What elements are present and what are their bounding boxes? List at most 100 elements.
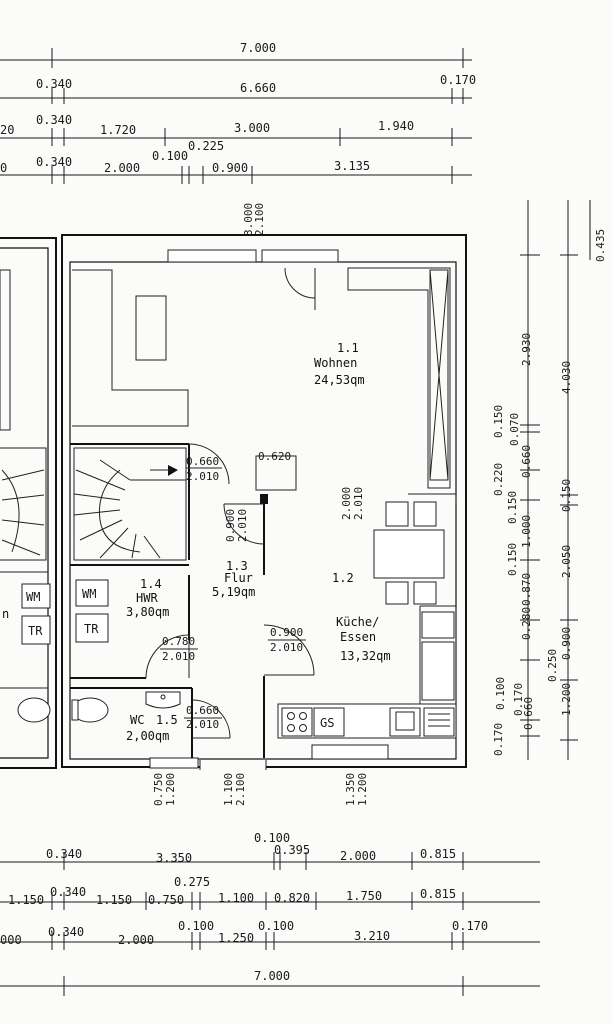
dryer-icon [75,613,109,643]
room-kueche-name-2: Essen [340,630,376,644]
dim-b2-e: 0.750 [148,893,184,907]
window-bottom-kitchen [311,744,389,760]
dim-b1-b: 0.340 [46,847,82,861]
door-hwr-bottom-height: 2.010 [162,650,195,663]
right-dimension-chains: 2.930 0.150 0.070 0.660 0.220 0.150 1.00… [492,200,607,760]
dining-chair [413,581,437,605]
dining-chair [413,501,437,527]
neighbor-room-letter: n [2,607,9,621]
dim-top3-d: 0.225 [188,139,224,153]
room-wohnen-number: 1.1 [337,341,359,355]
dim-open-f: 1.200 [356,773,369,806]
dim-b3-e: 1.250 [218,931,254,945]
dim-r1-m: 0.170 [512,683,525,716]
dim-b2-c: 1.150 [96,893,132,907]
room-kueche-name: Küche/ [336,615,379,629]
dim-r2-a: 4.030 [560,361,573,394]
dim-r2-b: 0.150 [560,479,573,512]
dim-r1-f: 0.150 [506,491,519,524]
neighbor-tr-label: TR [28,624,43,638]
dim-b2-f: 1.100 [218,891,254,905]
top-dimension-chains: 7.000 0.340 6.660 0.170 20 0.340 1.720 0… [0,41,476,184]
dim-r2-e: 1.200 [560,683,573,716]
dim-b3-d: 0.100 [178,919,214,933]
dim-top2-c: 0.170 [440,73,476,87]
dim-b3-g: 3.210 [354,929,390,943]
neighbor-stair-step [1,519,45,526]
stove-burner-icon [299,724,307,732]
dining-chair [385,501,409,527]
dim-b3-a: 000 [0,933,22,947]
dim-r2-d: 0.900 [560,627,573,660]
dim-open-a: 0.750 [152,773,165,806]
door-wc-height: 2.010 [186,718,219,731]
dim-open-c: 1.100 [222,773,235,806]
dim-top-total: 7.000 [240,41,276,55]
dishwasher-label: GS [320,716,334,730]
dim-top3-e: 3.000 [234,121,270,135]
dim-r1-g: 1.000 [520,515,533,548]
door-wohnen-height: 2.010 [352,487,365,520]
kitchen-cabinet [421,641,455,701]
dim-b1-c: 3.350 [156,851,192,865]
dining-chair [385,581,409,605]
wm-label: WM [82,587,96,601]
dim-bottom-total: 7.000 [254,969,290,983]
neighbor-closet [0,269,11,431]
wall-unit [347,267,451,489]
window-right [429,269,449,481]
dining-table [373,529,445,579]
stair-step [99,527,129,559]
dim-open-b: 1.200 [164,773,177,806]
dining-set [373,493,457,605]
dim-r2-c: 2.050 [560,545,573,578]
room-hwr-name: HWR [136,591,158,605]
stair-step [79,519,123,541]
dim-r1-k: 0.250 [546,649,559,682]
built-in-closet [72,269,189,427]
room-kueche-number: 1.2 [332,571,354,585]
built-in-panel [135,295,167,361]
stair-step [131,533,137,559]
kitchen-fridge [421,611,455,639]
dim-b2-h: 1.750 [346,889,382,903]
neighbor-inner-wall [0,247,49,759]
room-wc-name: WC [130,713,144,727]
dim-top2-b: 6.660 [240,81,276,95]
dim-r1-b: 0.150 [492,405,505,438]
dim-top4-b: 0.340 [36,155,72,169]
neighbor-toilet-icon [17,697,51,723]
door-flur-top-width: 0.620 [258,450,291,463]
neighbor-stair-outline [0,447,47,561]
dim-top4-f: 3.135 [334,159,370,173]
stove-burner-icon [299,712,307,720]
dim-r1-o: 0.660 [522,697,535,730]
window-top-left [167,249,257,263]
kitchen-counters: GS [277,605,457,758]
room-wc-area: 2,00qm [126,729,169,743]
door-wc-width: 0.660 [186,704,219,717]
stove-burner-icon [287,724,295,732]
dim-r1-j: 0.280 [520,607,533,640]
dim-r1-c: 0.070 [508,413,521,446]
stair-step [73,493,121,501]
stair-step [99,459,131,481]
dim-b2-i: 0.815 [420,887,456,901]
room-flur-number: 1.3 [226,559,248,573]
partition-post [260,494,268,504]
dim-top2-a: 0.340 [36,77,72,91]
entrance-gap [200,760,266,770]
neighbor-stair-step [1,494,45,501]
dim-window-h: 2.100 [253,203,266,236]
dim-b2-d: 0.275 [174,875,210,889]
dim-b3-b: 0.340 [48,925,84,939]
door-wc-swing [191,699,231,739]
ledge [408,493,457,506]
door-hwr-swing [145,634,190,679]
dim-top3-b: 0.340 [36,113,72,127]
room-labels: 1.1 Wohnen 24,53qm 1.3 Flur 5,19qm 1.2 K… [126,341,391,743]
dim-r1-h: 0.150 [506,543,519,576]
neighbor-outer-wall [0,237,57,769]
dim-b3-h: 0.170 [452,919,488,933]
